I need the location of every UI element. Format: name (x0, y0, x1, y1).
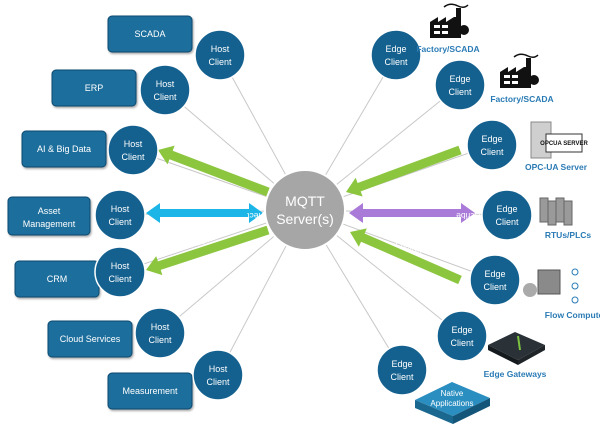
arrow-label: Connect (247, 211, 279, 221)
client-label-line1: Edge (391, 359, 412, 369)
client-label-line1: Host (209, 364, 228, 374)
client-label-line2: Client (153, 92, 177, 102)
client-label-line1: Edge (481, 134, 502, 144)
client-label-line2: Client (495, 217, 519, 227)
client-label-line1: Host (111, 261, 130, 271)
opcua-server-icon: OPCUA SERVER (530, 121, 589, 159)
client-label-line2: Client (108, 217, 132, 227)
client-label-line1: Edge (496, 204, 517, 214)
client-label-line2: Client (390, 372, 414, 382)
client-label-line2: Client (450, 338, 474, 348)
client-label-line1: Edge (449, 74, 470, 84)
server-label-line2: Server(s) (276, 211, 334, 227)
edge-device-label: Factory/SCADA (416, 44, 479, 54)
edge-device-label: Flow Computers (545, 310, 600, 320)
edge-device-label: Edge Gateways (484, 369, 547, 379)
client-label-line2: Client (108, 274, 132, 284)
client-label-line2: Client (448, 87, 472, 97)
svg-text:Applications: Applications (430, 399, 473, 408)
client-label-line1: Host (156, 79, 175, 89)
host-system-label: SCADA (134, 29, 165, 39)
client-label-line1: Edge (484, 269, 505, 279)
factory-icon (500, 53, 539, 88)
host-system-box[interactable]: AI & Big Data (21, 130, 107, 168)
client-label-line1: Host (211, 44, 230, 54)
host-system-box[interactable]: CRM (14, 260, 100, 298)
edge-device-label: Factory/SCADA (490, 94, 553, 104)
svg-text:Native: Native (441, 389, 464, 398)
host-system-label: CRM (47, 274, 68, 284)
client-label-line2: Client (483, 282, 507, 292)
client-label-line2: Client (480, 147, 504, 157)
host-system-label: Asset (38, 206, 61, 216)
factory-icon (430, 3, 469, 38)
publish-arrow: Publish (146, 225, 270, 276)
flow-computer-icon (523, 268, 579, 304)
client-label-line1: Host (151, 322, 170, 332)
svg-text:OPCUA SERVER: OPCUA SERVER (540, 141, 588, 147)
host-system-label: Management (23, 219, 76, 229)
edge-device-label: OPC-UA Server (525, 162, 588, 172)
edge-device-label: RTUs/PLCs (545, 230, 592, 240)
client-label-line1: Host (124, 139, 143, 149)
host-system-box[interactable]: SCADA (107, 15, 193, 53)
host-system-box[interactable]: ERP (51, 69, 137, 107)
client-label-line2: Client (208, 57, 232, 67)
host-system-box[interactable]: Cloud Services (47, 320, 133, 358)
host-system-label: Cloud Services (60, 334, 121, 344)
publish-arrow: Publish (349, 228, 462, 285)
client-label-line1: Host (111, 204, 130, 214)
host-system-label: AI & Big Data (37, 144, 91, 154)
rtu-plc-icon (539, 197, 573, 226)
client-label-line2: Client (206, 377, 230, 387)
server-label-line1: MQTT (285, 193, 325, 209)
client-label-line1: Edge (385, 44, 406, 54)
host-system-box[interactable]: Measurement (107, 372, 193, 410)
host-system-label: ERP (85, 83, 104, 93)
mqtt-server-node: MQTT Server(s) (264, 169, 346, 251)
connect-arrow: Connect (146, 203, 279, 223)
publish-arrow: Publish (345, 145, 462, 197)
host-system-label: Measurement (122, 386, 178, 396)
publish-arrow: Publish (158, 145, 270, 197)
arrow-label: Subscribe (456, 211, 494, 221)
edge-gateway-icon (488, 332, 545, 365)
subscribe-arrow: Subscribe (349, 203, 494, 223)
client-label-line2: Client (384, 57, 408, 67)
client-label-line2: Client (148, 335, 172, 345)
client-label-line2: Client (121, 152, 145, 162)
client-label-line1: Edge (451, 325, 472, 335)
